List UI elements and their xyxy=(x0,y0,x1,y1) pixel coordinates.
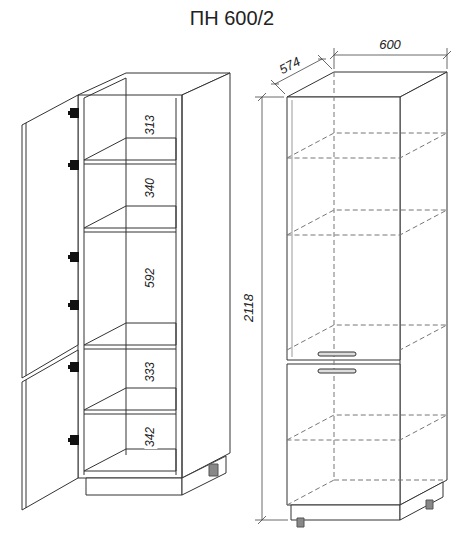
dimension-label: 333 xyxy=(144,360,157,384)
dimension-label: 600 xyxy=(377,38,403,52)
dimension-label: 313 xyxy=(144,113,157,137)
dimension-label: 592 xyxy=(144,266,157,290)
dimension-label: 574 xyxy=(275,54,304,79)
dimension-label: 340 xyxy=(144,176,157,200)
hinges xyxy=(68,108,79,445)
open-cabinet xyxy=(22,73,230,510)
title: ПН 600/2 xyxy=(188,7,276,29)
dimension-lines xyxy=(255,48,451,524)
dimension-label: 2118 xyxy=(242,292,256,324)
dimension-label: 342 xyxy=(144,425,157,449)
shelves xyxy=(78,138,182,478)
hidden-shelves xyxy=(287,72,447,505)
closed-cabinet xyxy=(287,72,447,527)
